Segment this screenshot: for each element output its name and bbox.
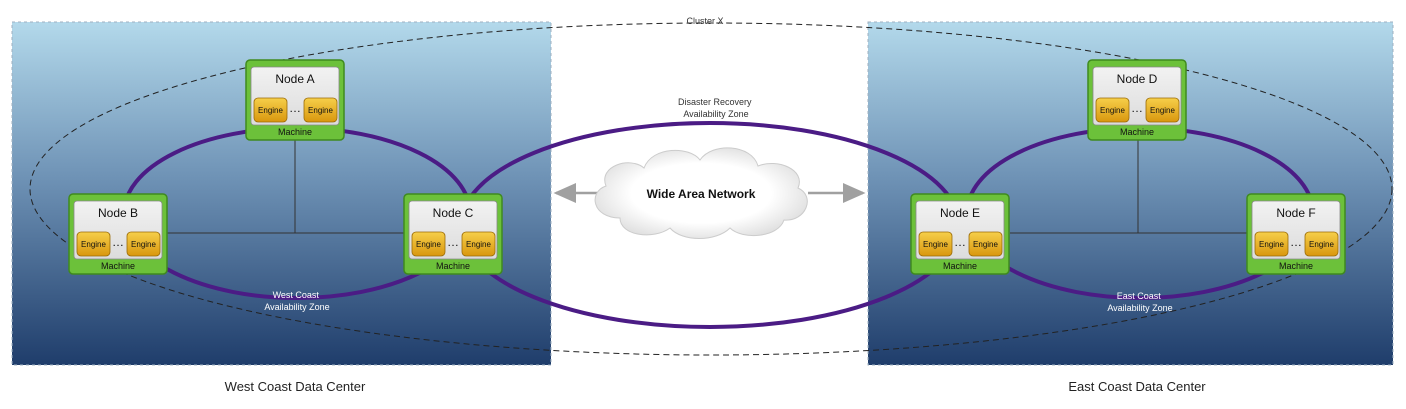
west-zone-label-line-2: Availability Zone: [264, 302, 329, 312]
ellipsis-label: …: [1290, 235, 1302, 249]
engine-box: [1304, 231, 1339, 257]
east-zone-label-line-1: East Coast: [1117, 291, 1162, 301]
machine-label: Machine: [1279, 261, 1313, 271]
machine-label: Machine: [101, 261, 135, 271]
engine-box: [126, 231, 161, 257]
machine-label: Machine: [436, 261, 470, 271]
east-links: [1010, 140, 1248, 234]
ellipsis-label: …: [112, 235, 124, 249]
node-title: Node C: [433, 206, 474, 220]
engine-label: Engine: [466, 240, 491, 249]
west-datacenter-label: West Coast Data Center: [225, 379, 366, 394]
east-zone-label: East Coast Availability Zone: [1107, 291, 1172, 313]
engine-box: [411, 231, 446, 257]
machine-label: Machine: [943, 261, 977, 271]
east-zone-label-line-2: Availability Zone: [1107, 303, 1172, 313]
cluster-label: Cluster X: [686, 16, 723, 26]
machine-label: Machine: [278, 127, 312, 137]
west-zone-label-line-1: West Coast: [273, 290, 320, 300]
engine-box: [1095, 97, 1130, 123]
dr-zone-label-line-1: Disaster Recovery: [678, 97, 752, 107]
node-title: Node B: [98, 206, 138, 220]
west-links: [166, 140, 405, 234]
node-title: Node A: [275, 72, 314, 86]
engine-box: [76, 231, 111, 257]
wan-label: Wide Area Network: [647, 187, 756, 201]
cluster-boundary: [29, 22, 1393, 356]
wan-cloud-icon: [594, 147, 808, 239]
engine-box: [968, 231, 1003, 257]
engine-label: Engine: [416, 240, 441, 249]
engine-label: Engine: [923, 240, 948, 249]
ellipsis-label: …: [289, 101, 301, 115]
node-title: Node F: [1276, 206, 1315, 220]
engine-box: [1254, 231, 1289, 257]
west-zone-label: West Coast Availability Zone: [264, 290, 329, 312]
engine-label: Engine: [81, 240, 106, 249]
engine-label: Engine: [1150, 106, 1175, 115]
ellipsis-label: …: [447, 235, 459, 249]
dr-zone-label-line-2: Availability Zone: [683, 109, 748, 119]
engine-box: [303, 97, 338, 123]
node-title: Node E: [940, 206, 980, 220]
engine-label: Engine: [1309, 240, 1334, 249]
engine-box: [253, 97, 288, 123]
engine-label: Engine: [1259, 240, 1284, 249]
node-title: Node D: [1117, 72, 1158, 86]
ellipsis-label: …: [1131, 101, 1143, 115]
dr-zone-label: Disaster Recovery Availability Zone: [678, 97, 754, 119]
engine-label: Engine: [131, 240, 156, 249]
engine-box: [918, 231, 953, 257]
engine-label: Engine: [308, 106, 333, 115]
ellipsis-label: …: [954, 235, 966, 249]
east-datacenter-label: East Coast Data Center: [1068, 379, 1206, 394]
engine-box: [1145, 97, 1180, 123]
engine-box: [461, 231, 496, 257]
engine-label: Engine: [1100, 106, 1125, 115]
machine-label: Machine: [1120, 127, 1154, 137]
engine-label: Engine: [258, 106, 283, 115]
engine-label: Engine: [973, 240, 998, 249]
